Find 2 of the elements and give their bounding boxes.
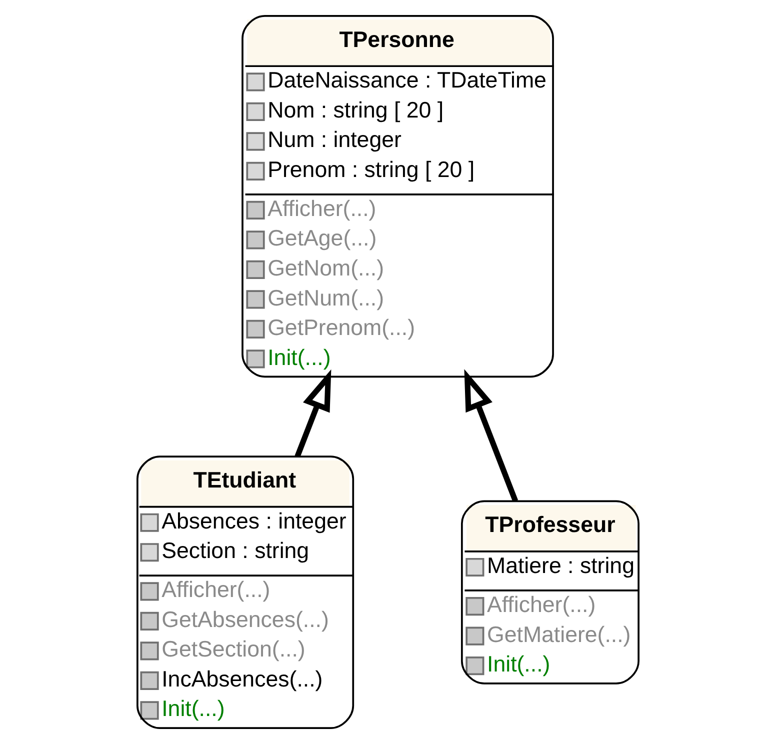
arrow: [294, 369, 331, 458]
arrow: [464, 369, 518, 502]
